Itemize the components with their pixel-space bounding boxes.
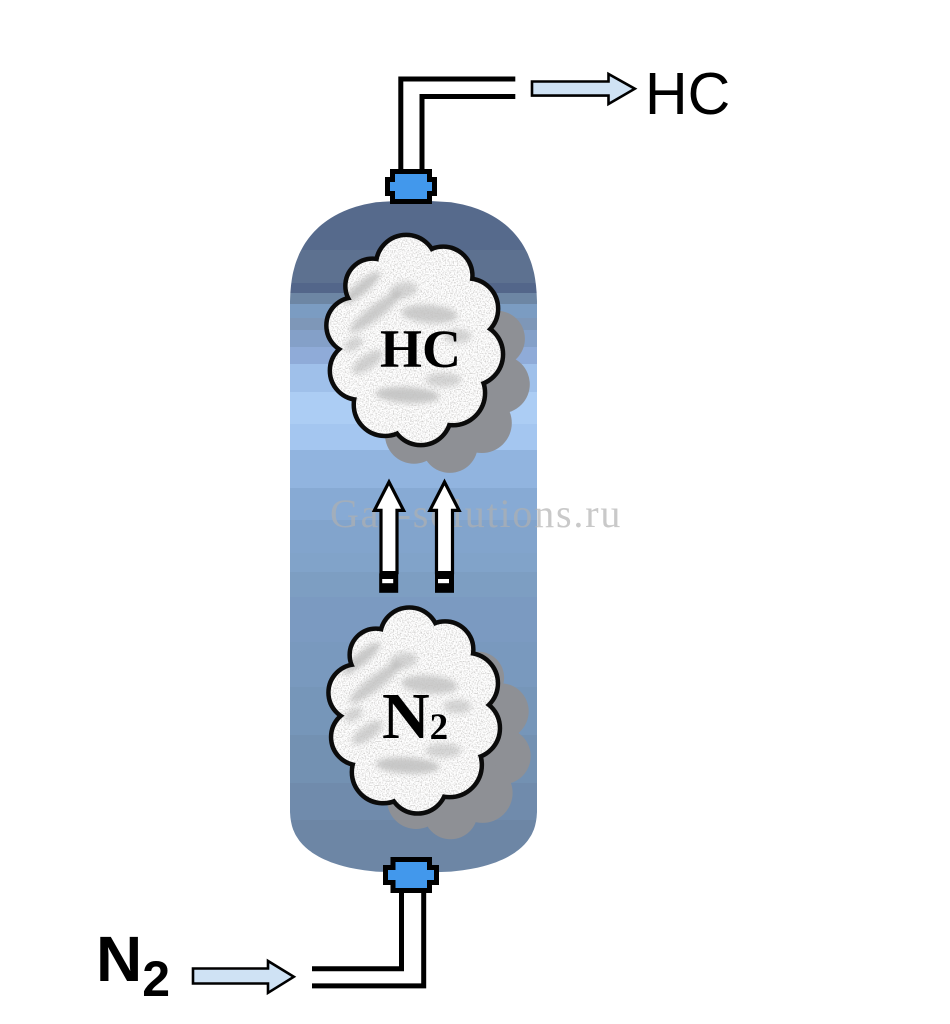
- svg-text:N2: N2: [382, 680, 448, 753]
- svg-text:Gas-solutions.ru: Gas-solutions.ru: [330, 491, 622, 536]
- svg-text:N2: N2: [96, 923, 170, 1007]
- svg-text:HC: HC: [645, 61, 730, 127]
- svg-text:HC: HC: [380, 319, 461, 379]
